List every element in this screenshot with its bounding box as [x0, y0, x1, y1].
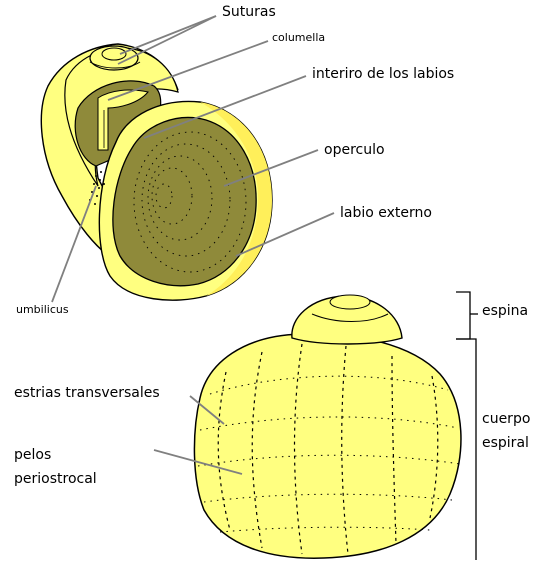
leader-suturas-1: [120, 16, 216, 54]
label-estrias: estrias transversales: [14, 386, 160, 400]
label-operculo: operculo: [324, 143, 385, 157]
leader-suturas-2: [118, 16, 216, 64]
label-pelos: pelos: [14, 448, 51, 462]
label-espina: espina: [482, 304, 528, 318]
label-columella: columella: [272, 32, 325, 43]
label-espiral: espiral: [482, 436, 529, 450]
label-interior-labios: interiro de los labios: [312, 67, 454, 81]
label-periostrocal: periostrocal: [14, 472, 97, 486]
label-labio-externo: labio externo: [340, 206, 432, 220]
bracket-espina: [456, 292, 470, 339]
spire-apex: [330, 295, 370, 309]
label-cuerpo: cuerpo: [482, 412, 530, 426]
bottom-shell: [194, 295, 461, 558]
body-whorl: [194, 334, 461, 558]
label-suturas: Suturas: [222, 5, 276, 19]
label-umbilicus: umbilicus: [16, 304, 69, 315]
